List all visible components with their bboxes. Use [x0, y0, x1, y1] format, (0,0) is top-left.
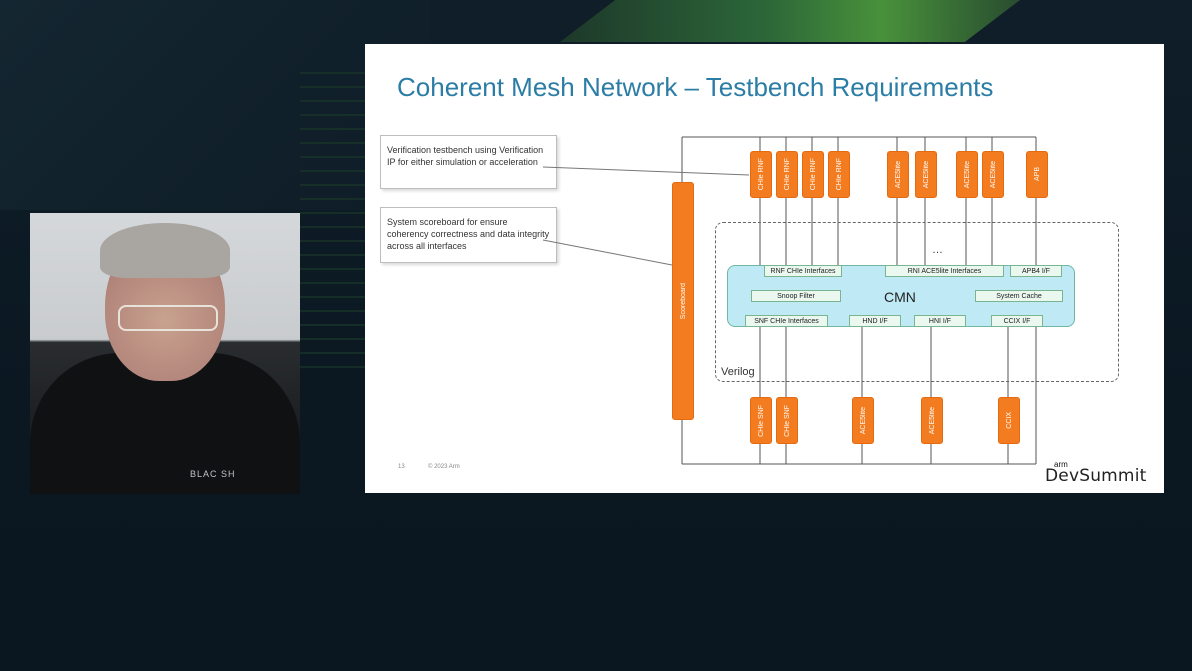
- interface-label: ACE5lite: [859, 406, 867, 435]
- interface-label: ACE5lite: [894, 160, 902, 189]
- ellipsis-label: …: [932, 244, 943, 256]
- interface-label: ACE5lite: [922, 160, 930, 189]
- tag-apb4: APB4 I/F: [1010, 265, 1062, 277]
- speaker-hair: [100, 223, 230, 278]
- tag-rnf-chie: RNF CHIe Interfaces: [764, 265, 842, 277]
- slide-copyright: © 2023 Arm: [428, 464, 460, 470]
- slide-page-number: 13: [398, 464, 405, 470]
- top-interface-pill: ACE5lite: [915, 151, 937, 198]
- interface-label: ACE5lite: [963, 160, 971, 189]
- verilog-boundary: [715, 222, 1119, 382]
- scoreboard-block: Scoreboard: [672, 182, 694, 420]
- speaker-glasses: [118, 305, 218, 331]
- tag-snf-chie: SNF CHIe Interfaces: [745, 315, 828, 327]
- interface-label: ACE5lite: [928, 406, 936, 435]
- bottom-interface-pill: CHIe SNF: [750, 397, 772, 444]
- brand-devsummit: DevSummit: [1045, 466, 1147, 486]
- background-pattern: [300, 60, 380, 440]
- interface-label: CHIe SNF: [757, 404, 765, 437]
- top-interface-pill: CHIe RNF: [750, 151, 772, 198]
- top-interface-pill: ACE5lite: [956, 151, 978, 198]
- interface-label: CHIe RNF: [757, 158, 765, 191]
- top-interface-pill: ACE5lite: [982, 151, 1004, 198]
- interface-label: CHIe RNF: [809, 158, 817, 191]
- interface-label: CCIX: [1005, 412, 1013, 429]
- note-verification: Verification testbench using Verificatio…: [380, 135, 557, 189]
- top-interface-pill: CHIe RNF: [776, 151, 798, 198]
- tag-hni: HNI I/F: [914, 315, 966, 327]
- presentation-slide: Coherent Mesh Network – Testbench Requir…: [365, 44, 1164, 493]
- interface-label: CHIe SNF: [783, 404, 791, 437]
- shirt-logo: BLAC SH: [190, 469, 236, 479]
- tag-hnd: HND I/F: [849, 315, 901, 327]
- slide-title: Coherent Mesh Network – Testbench Requir…: [397, 72, 994, 102]
- tag-snoop-filter: Snoop Filter: [751, 290, 841, 302]
- note-scoreboard: System scoreboard for ensure coherency c…: [380, 207, 557, 263]
- cmn-label: CMN: [884, 289, 916, 305]
- tag-system-cache: System Cache: [975, 290, 1063, 302]
- top-interface-pill: CHIe RNF: [828, 151, 850, 198]
- background-panel: [0, 0, 430, 210]
- verilog-label: Verilog: [721, 366, 755, 378]
- tag-rni-ace5lite: RNI ACE5lite Interfaces: [885, 265, 1004, 277]
- bottom-interface-pill: CCIX: [998, 397, 1020, 444]
- speaker-video: BLAC SH: [30, 213, 300, 494]
- background-accent: [560, 0, 1020, 42]
- bottom-interface-pill: ACE5lite: [852, 397, 874, 444]
- brand-arm: arm: [1054, 460, 1068, 469]
- bottom-interface-pill: ACE5lite: [921, 397, 943, 444]
- top-interface-pill: APB: [1026, 151, 1048, 198]
- interface-label: CHIe RNF: [835, 158, 843, 191]
- top-interface-pill: ACE5lite: [887, 151, 909, 198]
- interface-label: CHIe RNF: [783, 158, 791, 191]
- top-interface-pill: CHIe RNF: [802, 151, 824, 198]
- interface-label: ACE5lite: [989, 160, 997, 189]
- tag-ccix: CCIX I/F: [991, 315, 1043, 327]
- scoreboard-label: Scoreboard: [679, 282, 687, 320]
- interface-label: APB: [1033, 167, 1041, 182]
- bottom-interface-pill: CHIe SNF: [776, 397, 798, 444]
